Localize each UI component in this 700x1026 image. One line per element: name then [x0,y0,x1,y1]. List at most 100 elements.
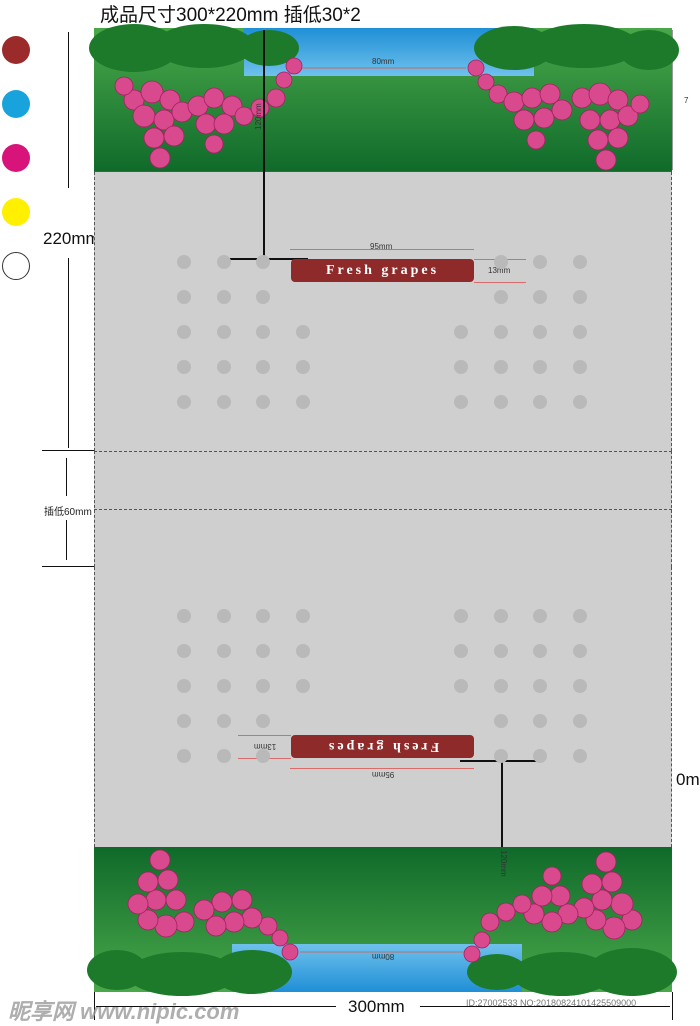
decor-dot [494,714,508,728]
decor-dot [256,360,270,374]
decor-dot [177,255,191,269]
decor-dot [256,679,270,693]
height-dimension-label: 220mm [43,229,100,248]
decor-dot [533,255,547,269]
decor-dot [177,714,191,728]
decor-dot [296,395,310,409]
decor-dot [256,609,270,623]
decor-dot [573,644,587,658]
decor-dot [217,255,231,269]
bottom-badge-width-line [290,768,474,769]
width-tick-right [672,992,673,1020]
decor-dot [533,360,547,374]
decor-dot [573,290,587,304]
decor-dot [217,644,231,658]
decor-dot [217,325,231,339]
decor-dot [533,395,547,409]
dim-line-flap-upper [66,458,67,496]
decor-dot [177,360,191,374]
decor-dot [494,255,508,269]
decor-dot [177,679,191,693]
decor-dot [494,360,508,374]
decor-dot [533,325,547,339]
decor-dot [177,395,191,409]
decor-dot [573,325,587,339]
decor-dot [217,679,231,693]
decor-dot [454,325,468,339]
dim-line-flap-lower [66,520,67,560]
swatch-yellow [2,198,30,226]
decor-dot [256,255,270,269]
decor-dot [256,290,270,304]
decor-dot [494,609,508,623]
decor-dot [573,609,587,623]
decor-dot [217,290,231,304]
decor-dot [573,714,587,728]
decor-dot [217,609,231,623]
decor-dot [454,360,468,374]
decor-dot [533,290,547,304]
decor-dot [533,679,547,693]
decor-dot [217,749,231,763]
decor-dot [494,290,508,304]
width-line-left [96,1006,336,1007]
decor-dot [256,644,270,658]
decor-dot [454,395,468,409]
top-badge: Fresh grapes [291,259,474,282]
decor-dot [494,395,508,409]
decor-dot [494,749,508,763]
dim-tick-flap-top [42,450,94,451]
top-image-height-label: 120mm [254,103,263,130]
decor-dot [177,644,191,658]
top-badge-width-label: 95mm [370,242,393,251]
decor-dot [296,325,310,339]
decor-dot [177,609,191,623]
decor-dot [573,679,587,693]
decor-dot [256,395,270,409]
right-edge-line [672,30,673,170]
bottom-badge-width-label: 95mm [372,770,395,779]
decor-dot [573,749,587,763]
top-image-width-label: 80mm [372,57,395,66]
dim-line-height-upper [68,32,69,188]
width-tick-left [94,992,95,1020]
swatch-white [2,252,30,280]
fold-line-1 [94,451,672,452]
watermark-logo: 昵享网 www.nipic.com [8,999,240,1024]
swatch-magenta [2,144,30,172]
decor-dot [256,714,270,728]
decor-dot [217,395,231,409]
badge-height-line-bottom [474,282,526,283]
decor-dot [296,360,310,374]
decor-dot [296,679,310,693]
width-dimension-label: 300mm [348,997,405,1016]
decor-dot [494,644,508,658]
decor-dot [454,609,468,623]
dim-tick-flap-bottom [42,566,94,567]
bottom-badge: Fresh grapes [291,735,474,758]
decor-dot [573,395,587,409]
decor-dot [454,644,468,658]
width-line-right [420,1006,670,1007]
decor-dot [494,325,508,339]
right-mid-cut-label: 0m [676,770,700,789]
decor-dot [533,609,547,623]
decor-dot [217,714,231,728]
bottom-image-width-label: 80mm [372,952,395,961]
bottom-badge-height-line-top [238,735,291,736]
dim-line-height-lower [68,258,69,448]
top-panel [94,172,672,451]
decor-dot [296,609,310,623]
top-leader-vertical [263,30,265,258]
decor-dot [454,679,468,693]
fold-line-2 [94,509,672,510]
badge-width-line-top [290,249,474,250]
bottom-grape-image [87,847,677,996]
right-top-cut-label: 7 [684,96,689,105]
decor-dot [573,255,587,269]
decor-dot [533,644,547,658]
top-grape-image [89,24,679,173]
decor-dot [177,290,191,304]
decor-dot [573,360,587,374]
decor-dot [217,360,231,374]
